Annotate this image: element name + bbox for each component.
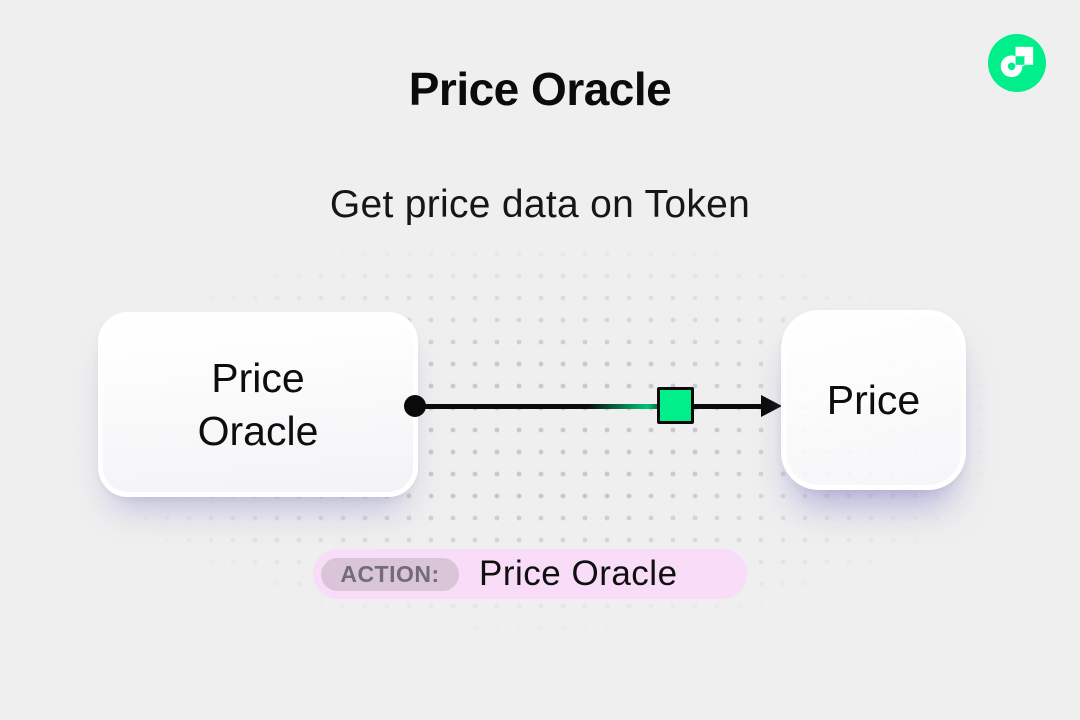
source-node-price-oracle: Price Oracle bbox=[98, 312, 418, 497]
target-node-price: Price bbox=[781, 310, 966, 490]
connector-green-square-marker bbox=[657, 387, 694, 424]
page-subtitle: Get price data on Token bbox=[329, 183, 751, 226]
flow-logo-icon bbox=[988, 34, 1046, 92]
action-badge-label: Price Oracle bbox=[479, 554, 678, 593]
connector-line bbox=[413, 404, 763, 409]
connector-arrowhead-icon bbox=[761, 395, 782, 417]
page-title: Price Oracle bbox=[408, 63, 672, 115]
target-node-label: Price bbox=[826, 376, 921, 423]
action-badge: ACTION: Price Oracle bbox=[313, 549, 747, 599]
source-node-label: Price Oracle bbox=[197, 355, 319, 454]
action-badge-prefix: ACTION: bbox=[321, 557, 459, 591]
